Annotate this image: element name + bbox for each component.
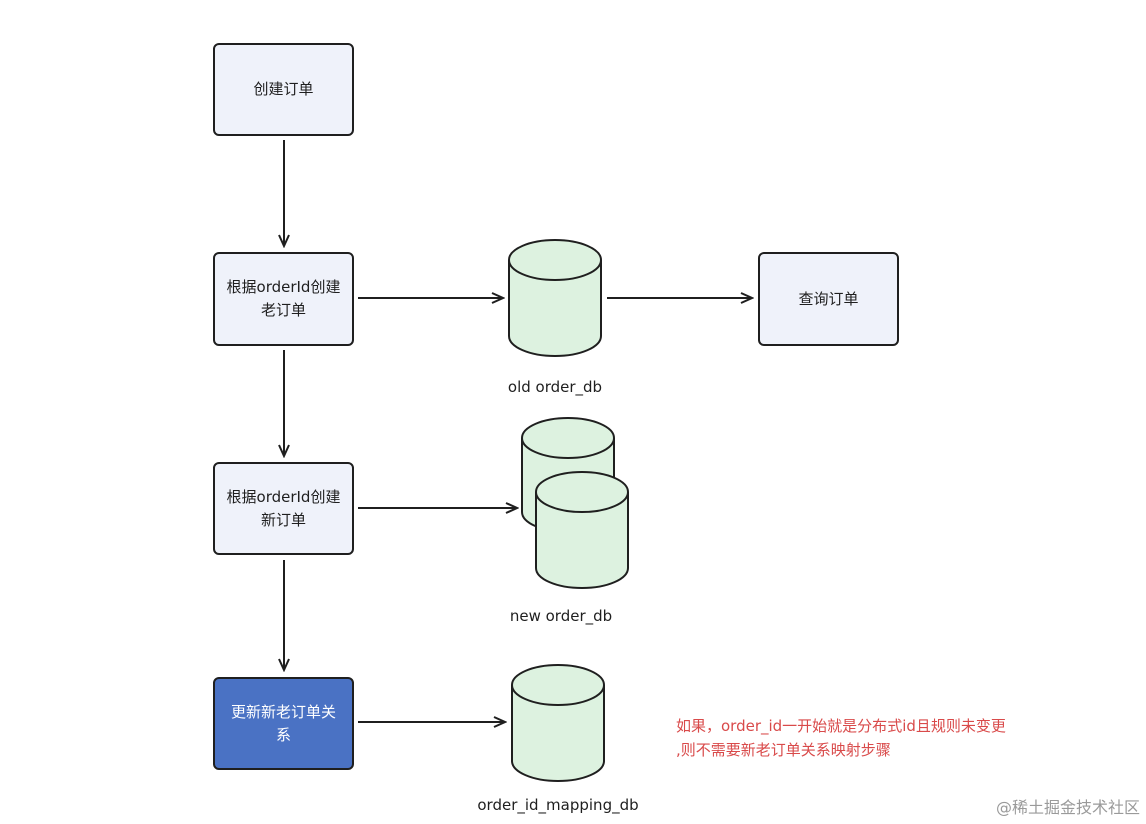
new-order-db-label: new order_db xyxy=(509,607,613,625)
watermark: @稀土掘金技术社区 xyxy=(995,798,1140,817)
node-update-mapping: 更新新老订单关 系 xyxy=(213,677,354,770)
node-create-order: 创建订单 xyxy=(213,43,354,136)
node-create-old-order: 根据orderId创建 老订单 xyxy=(213,252,354,346)
annotation-note: 如果，order_id一开始就是分布式id且规则未变更 ,则不需要新老订单关系映… xyxy=(676,717,1006,759)
old-order-db-cylinder xyxy=(508,239,602,357)
old-order-db-label: old order_db xyxy=(507,378,603,396)
node-create-new-order: 根据orderId创建 新订单 xyxy=(213,462,354,555)
new-order-db-cylinder-front xyxy=(535,471,629,589)
mapping-db-label: order_id_mapping_db xyxy=(477,796,639,814)
node-query-order: 查询订单 xyxy=(758,252,899,346)
mapping-db-cylinder xyxy=(511,664,605,782)
